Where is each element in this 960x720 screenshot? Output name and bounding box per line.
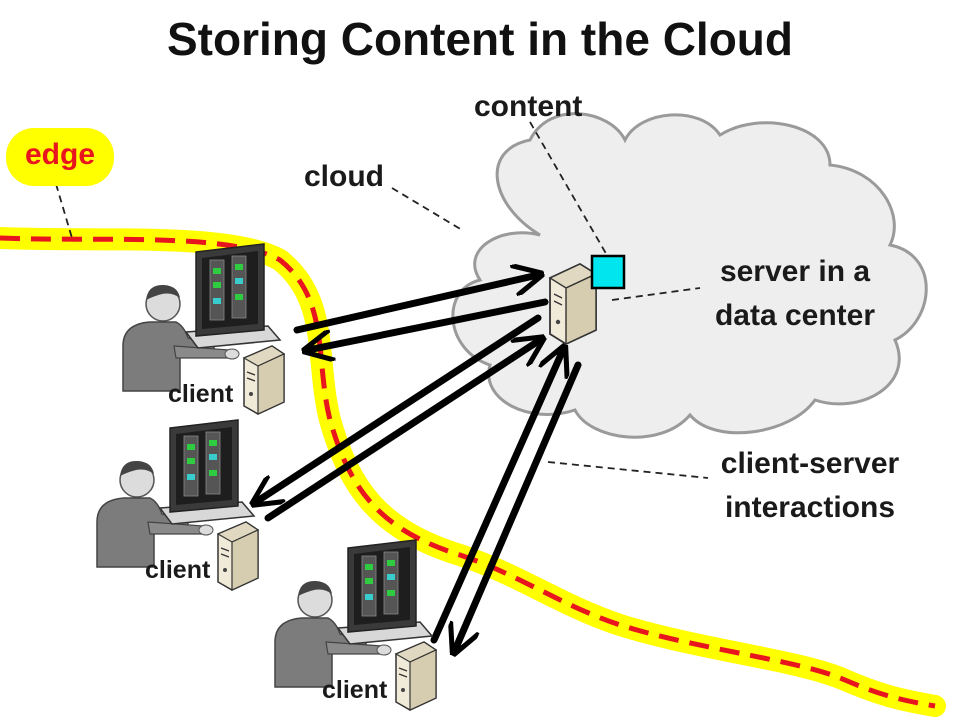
server-leader bbox=[611, 287, 701, 301]
content-square-icon bbox=[590, 254, 626, 290]
server-label-line1: server in a bbox=[719, 255, 871, 288]
server-label: server in a data center bbox=[700, 250, 890, 338]
client-label-3: client bbox=[322, 676, 388, 704]
arrow-client3-to-server bbox=[430, 350, 563, 644]
cloud-leader bbox=[391, 187, 463, 231]
edge-badge bbox=[6, 128, 114, 186]
leader-lines bbox=[55, 121, 709, 479]
interaction-arrows bbox=[256, 275, 582, 650]
arrow-client1-to-server bbox=[293, 275, 538, 334]
content-leader bbox=[529, 121, 609, 258]
content-label: content bbox=[474, 90, 583, 123]
cs-label-line2: interactions bbox=[724, 491, 896, 524]
server-label-line2: data center bbox=[714, 299, 876, 332]
arrow-server-to-client1 bbox=[308, 298, 549, 350]
cloud-shape bbox=[451, 112, 928, 439]
client-label-1: client bbox=[168, 380, 234, 408]
cs-label-line1: client-server bbox=[720, 447, 900, 480]
cs-leader bbox=[547, 461, 709, 479]
arrow-server-to-client3 bbox=[455, 361, 582, 650]
arrow-server-to-client2 bbox=[256, 314, 542, 502]
arrow-client2-to-server bbox=[264, 340, 540, 522]
diagram-title: Storing Content in the Cloud bbox=[166, 13, 793, 65]
cloud-label: cloud bbox=[304, 160, 384, 193]
edge-leader bbox=[55, 183, 73, 239]
client-server-label: client-server interactions bbox=[700, 442, 920, 530]
edge-label: edge bbox=[24, 138, 96, 171]
server-icon bbox=[548, 262, 598, 346]
client-label-2: client bbox=[145, 556, 211, 584]
